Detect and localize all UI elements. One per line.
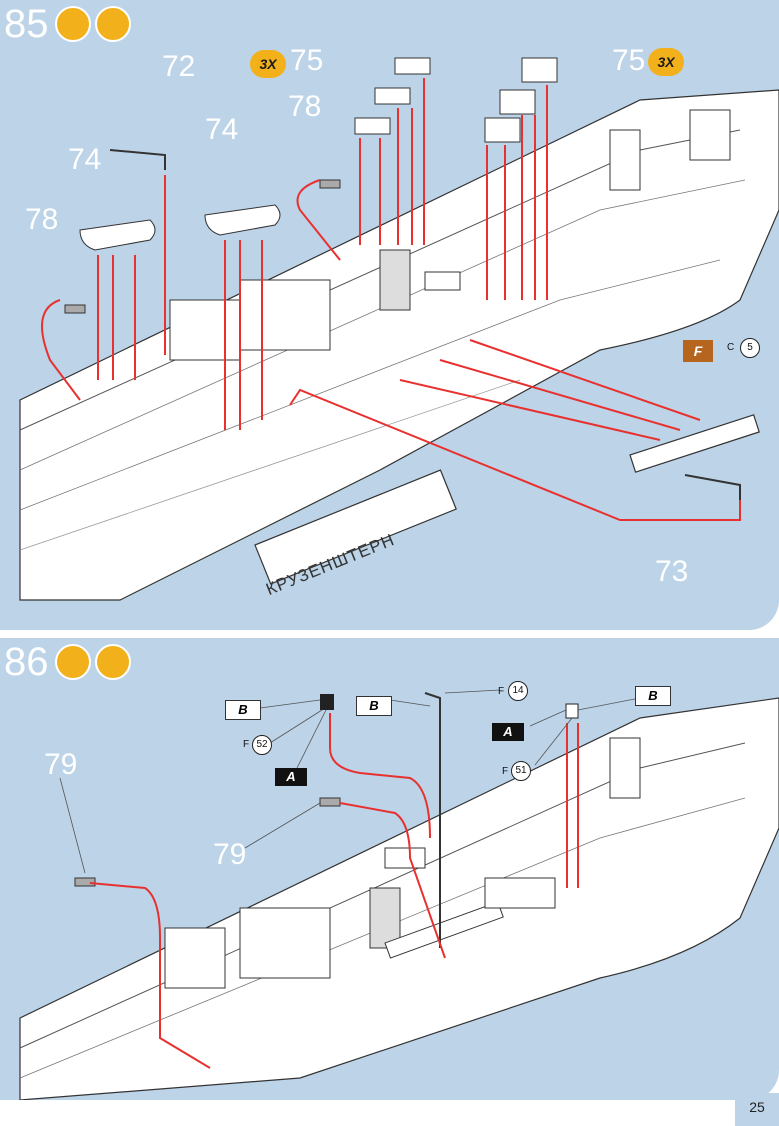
part-label: 79 [213, 838, 247, 871]
hatch [424, 271, 461, 291]
hull-line [19, 259, 721, 511]
deckhouse [689, 109, 731, 161]
hull-line [19, 179, 746, 471]
part-label: 74 [68, 143, 102, 176]
glue-bottle-icon [55, 6, 91, 42]
part-ref-prefix: C [727, 342, 735, 353]
deckhouse [609, 737, 641, 799]
part-ref-prefix: F [243, 739, 250, 750]
paint-brush-icon [95, 6, 131, 42]
step-85-illustration [19, 57, 779, 601]
lifeboat-part [79, 219, 156, 251]
paint-brush-icon [95, 644, 131, 680]
part-label: 72 [162, 50, 196, 83]
part-ref-prefix: F [502, 766, 509, 777]
part-label: 74 [205, 113, 239, 146]
hull-line [19, 379, 521, 551]
part-ref-prefix: F [498, 686, 505, 697]
glue-bottle-icon [55, 644, 91, 680]
step-86-panel: 86 79 79 B B B A A F 52 F 14 F 51 [0, 638, 779, 1100]
side-rail-part [629, 414, 760, 473]
part-label: 78 [288, 90, 322, 123]
step-number: 85 [4, 2, 49, 46]
quantity-badge: 3X [648, 48, 684, 76]
part-ref-number: 14 [508, 681, 528, 701]
small-part [64, 304, 86, 314]
side-rail-part [384, 901, 504, 959]
small-part [319, 797, 341, 807]
part-ref-number: 52 [252, 735, 272, 755]
davit-part [684, 474, 741, 500]
winch [369, 887, 401, 949]
flag-signal-part [565, 703, 579, 719]
lifeboat-part [204, 204, 281, 236]
deckhouse [239, 279, 331, 351]
part-label: 73 [655, 555, 689, 588]
hull-nameplate [254, 469, 457, 585]
assembly-arrows [41, 78, 741, 521]
step-number: 86 [4, 640, 49, 684]
hull-line [19, 797, 746, 1079]
flag-label-b: B [635, 686, 671, 706]
flag-label-b: B [225, 700, 261, 720]
lamp-cluster-part [384, 847, 556, 909]
part-ref-number: 5 [740, 338, 760, 358]
lamp-cluster-part [354, 57, 558, 143]
part-label: 75 [290, 44, 324, 77]
part-label: 75 [612, 44, 646, 77]
deckhouse [609, 129, 641, 191]
lamp-post-part [424, 692, 441, 948]
winch [379, 249, 411, 311]
step-85-panel: 85 3X 3X 72 74 74 75 75 78 78 73 F C 5 К… [0, 0, 779, 630]
flag-label-a: A [492, 723, 524, 741]
assembly-arrows [89, 713, 579, 1069]
sprue-badge: F [683, 340, 713, 362]
flag-signal-part [320, 694, 334, 710]
quantity-badge: 3X [250, 50, 286, 78]
ship-hull [19, 89, 779, 601]
small-part [319, 179, 341, 189]
part-ref-number: 51 [511, 761, 531, 781]
part-label: 78 [25, 203, 59, 236]
leader-lines [59, 689, 641, 874]
flag-label-a: A [275, 768, 307, 786]
davit-part [109, 149, 166, 170]
part-label: 79 [44, 748, 78, 781]
deckhouse [169, 299, 241, 361]
deckhouse [239, 907, 331, 979]
step-86-illustration [19, 689, 779, 1100]
flag-label-b: B [356, 696, 392, 716]
small-part [74, 877, 96, 887]
deckhouse [164, 927, 226, 989]
page-number: 25 [735, 1093, 779, 1126]
